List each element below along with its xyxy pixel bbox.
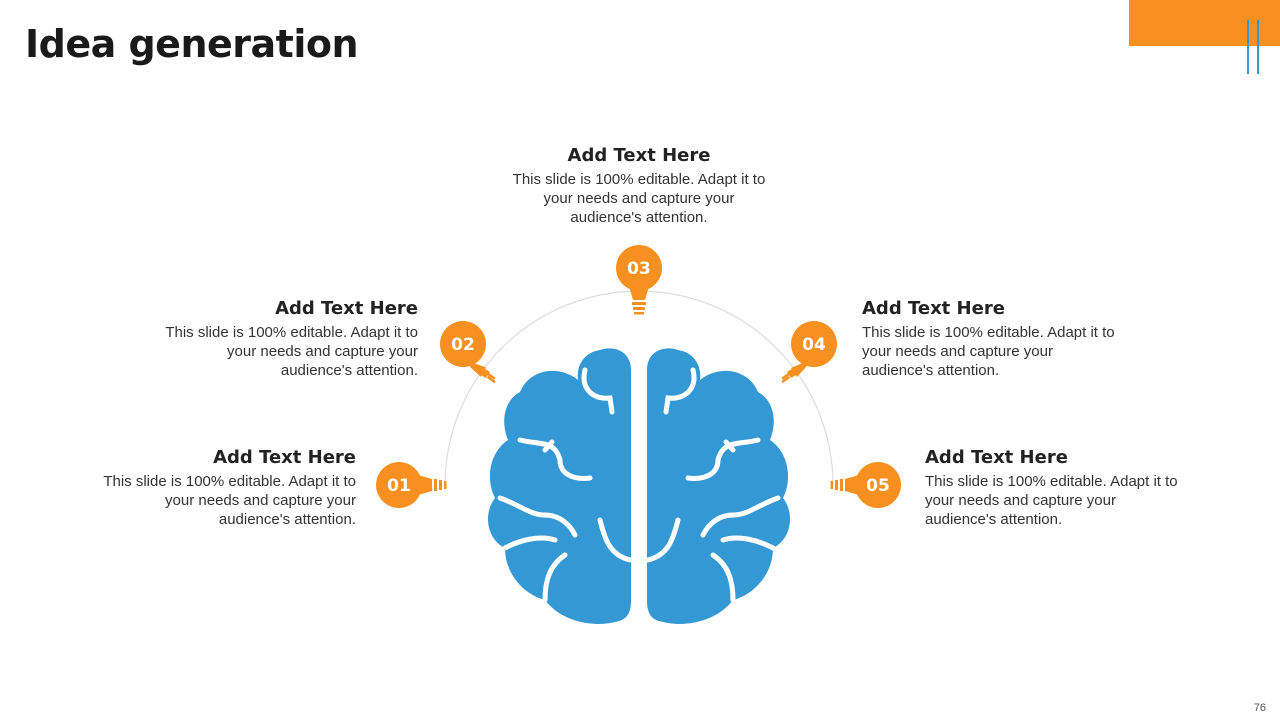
page-number: 76 bbox=[1253, 702, 1266, 714]
lightbulb-icon-03: 03 bbox=[616, 245, 662, 315]
item-heading: Add Text Here bbox=[862, 298, 1005, 319]
item-body: This slide is 100% editable. Adapt it to… bbox=[165, 324, 418, 379]
decorative-line-left bbox=[1247, 20, 1249, 74]
idea-item-03: Add Text Here This slide is 100% editabl… bbox=[508, 145, 770, 227]
idea-item-01: Add Text Here This slide is 100% editabl… bbox=[94, 447, 356, 529]
item-body: This slide is 100% editable. Adapt it to… bbox=[103, 473, 356, 528]
idea-item-05: Add Text Here This slide is 100% editabl… bbox=[925, 447, 1187, 529]
brain-icon bbox=[487, 348, 791, 624]
idea-item-02: Add Text Here This slide is 100% editabl… bbox=[156, 298, 418, 380]
idea-item-04: Add Text Here This slide is 100% editabl… bbox=[862, 298, 1124, 380]
item-body: This slide is 100% editable. Adapt it to… bbox=[512, 171, 766, 226]
lightbulb-icon-05: 05 bbox=[830, 462, 901, 508]
slide-title: Idea generation bbox=[25, 22, 359, 66]
bulb-number-03: 03 bbox=[627, 259, 651, 279]
brain-folds bbox=[497, 367, 781, 603]
lightbulb-icon-01: 01 bbox=[376, 462, 447, 508]
lightbulb-icon-04: 04 bbox=[781, 321, 837, 384]
item-heading: Add Text Here bbox=[275, 298, 418, 319]
decorative-line-right bbox=[1257, 20, 1259, 74]
bulb-number-02: 02 bbox=[451, 335, 475, 355]
item-heading: Add Text Here bbox=[925, 447, 1068, 468]
lightbulb-icon-02: 02 bbox=[440, 321, 496, 384]
item-heading: Add Text Here bbox=[567, 145, 711, 166]
bulb-number-01: 01 bbox=[387, 476, 411, 496]
item-body: This slide is 100% editable. Adapt it to… bbox=[862, 324, 1115, 379]
bulb-number-05: 05 bbox=[866, 476, 890, 496]
item-body: This slide is 100% editable. Adapt it to… bbox=[925, 473, 1178, 528]
bulb-number-04: 04 bbox=[802, 335, 826, 355]
corner-accent-bar bbox=[1129, 0, 1280, 46]
item-heading: Add Text Here bbox=[213, 447, 356, 468]
